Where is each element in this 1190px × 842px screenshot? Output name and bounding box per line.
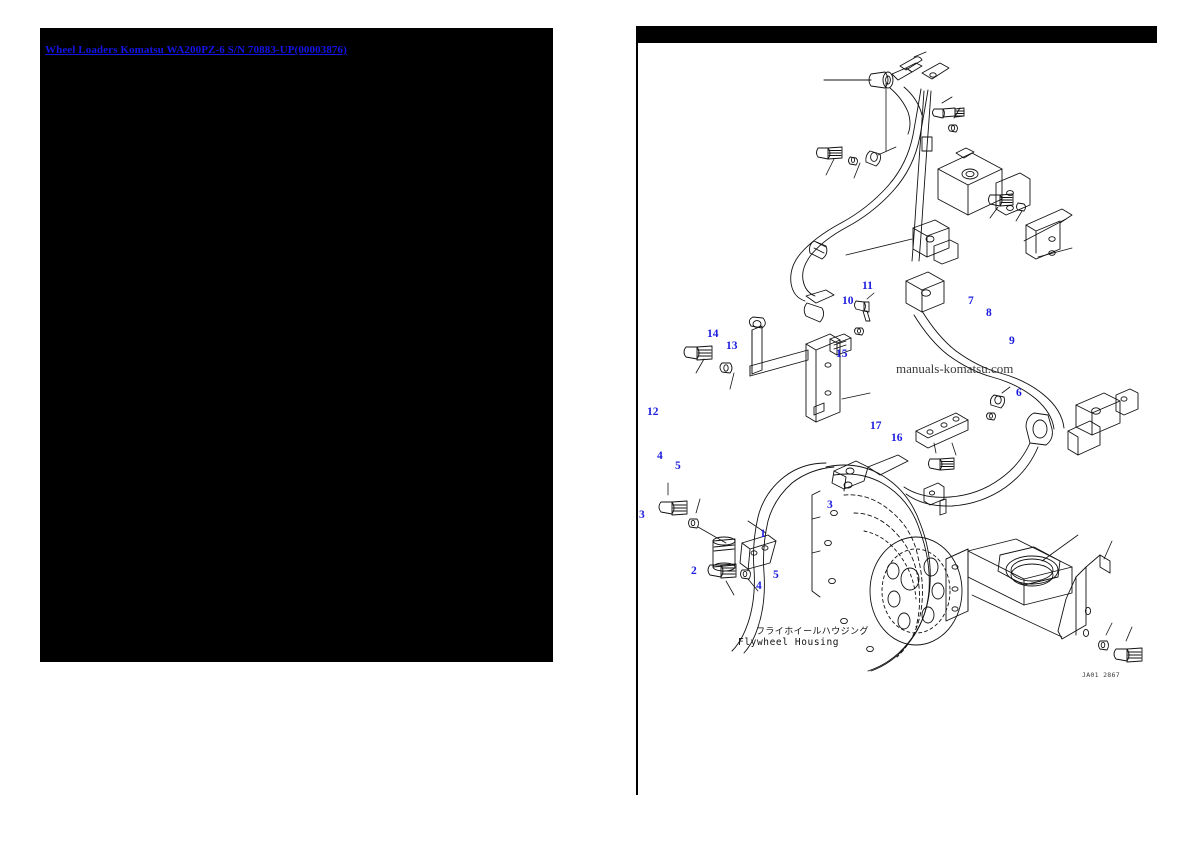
lower-hose-assembly <box>658 462 835 654</box>
callout-3: 3 <box>639 509 645 521</box>
figure-caption-english: Flywheel Housing <box>738 637 840 648</box>
parts-drawing-svg <box>658 51 1143 672</box>
cover-bracket-detail <box>945 534 1143 663</box>
drawing-number: JA01 2867 <box>1082 671 1120 679</box>
document-preview-panel: Wheel Loaders Komatsu WA200PZ-6 S/N 7088… <box>40 28 553 662</box>
callout-10: 10 <box>842 295 854 307</box>
main-hose-center <box>903 310 1065 507</box>
callout-8: 8 <box>986 307 992 319</box>
callout-6: 6 <box>1016 387 1022 399</box>
callout-1: 1 <box>760 528 766 540</box>
parts-illustration: 1 2 3 4 5 4 3 5 6 7 8 9 10 11 12 13 14 1… <box>638 43 1157 698</box>
right-manifold-block <box>937 147 1073 260</box>
turbo-assembly-group <box>823 51 965 135</box>
callout-2: 2 <box>691 565 697 577</box>
callout-13: 13 <box>726 340 738 352</box>
fitting-6 <box>986 386 1011 421</box>
callout-17: 17 <box>870 420 882 432</box>
right-hose-fittings <box>1067 388 1139 456</box>
bracket-assembly-12-15 <box>683 316 871 423</box>
callout-5b: 5 <box>773 569 779 581</box>
site-watermark: manuals-komatsu.com <box>896 361 1014 376</box>
callout-5: 5 <box>675 460 681 472</box>
page-left-rule <box>636 43 638 795</box>
callout-7: 7 <box>968 295 974 307</box>
callout-12: 12 <box>647 406 659 418</box>
callout-14: 14 <box>707 328 719 340</box>
bracket-strap-16-17 <box>915 412 969 471</box>
bolt-cluster-7-8 <box>816 82 897 179</box>
callout-15: 15 <box>836 348 848 360</box>
bolt-cluster-10-11 <box>854 292 875 336</box>
page-header-bar <box>636 26 1157 43</box>
callout-9: 9 <box>1009 335 1015 347</box>
figure-caption-japanese: フライホイールハウジング <box>756 627 869 637</box>
callout-3b: 3 <box>827 499 833 511</box>
callout-11: 11 <box>862 280 873 292</box>
hose-loop-upper <box>790 88 929 323</box>
flywheel-housing-group <box>811 454 963 672</box>
parts-catalog-page: 1 2 3 4 5 4 3 5 6 7 8 9 10 11 12 13 14 1… <box>636 26 1161 796</box>
center-tube-assembly <box>845 90 959 313</box>
callout-16: 16 <box>891 432 903 444</box>
document-title-link[interactable]: Wheel Loaders Komatsu WA200PZ-6 S/N 7088… <box>45 44 347 56</box>
callout-4b: 4 <box>756 580 762 592</box>
callout-4: 4 <box>657 450 663 462</box>
